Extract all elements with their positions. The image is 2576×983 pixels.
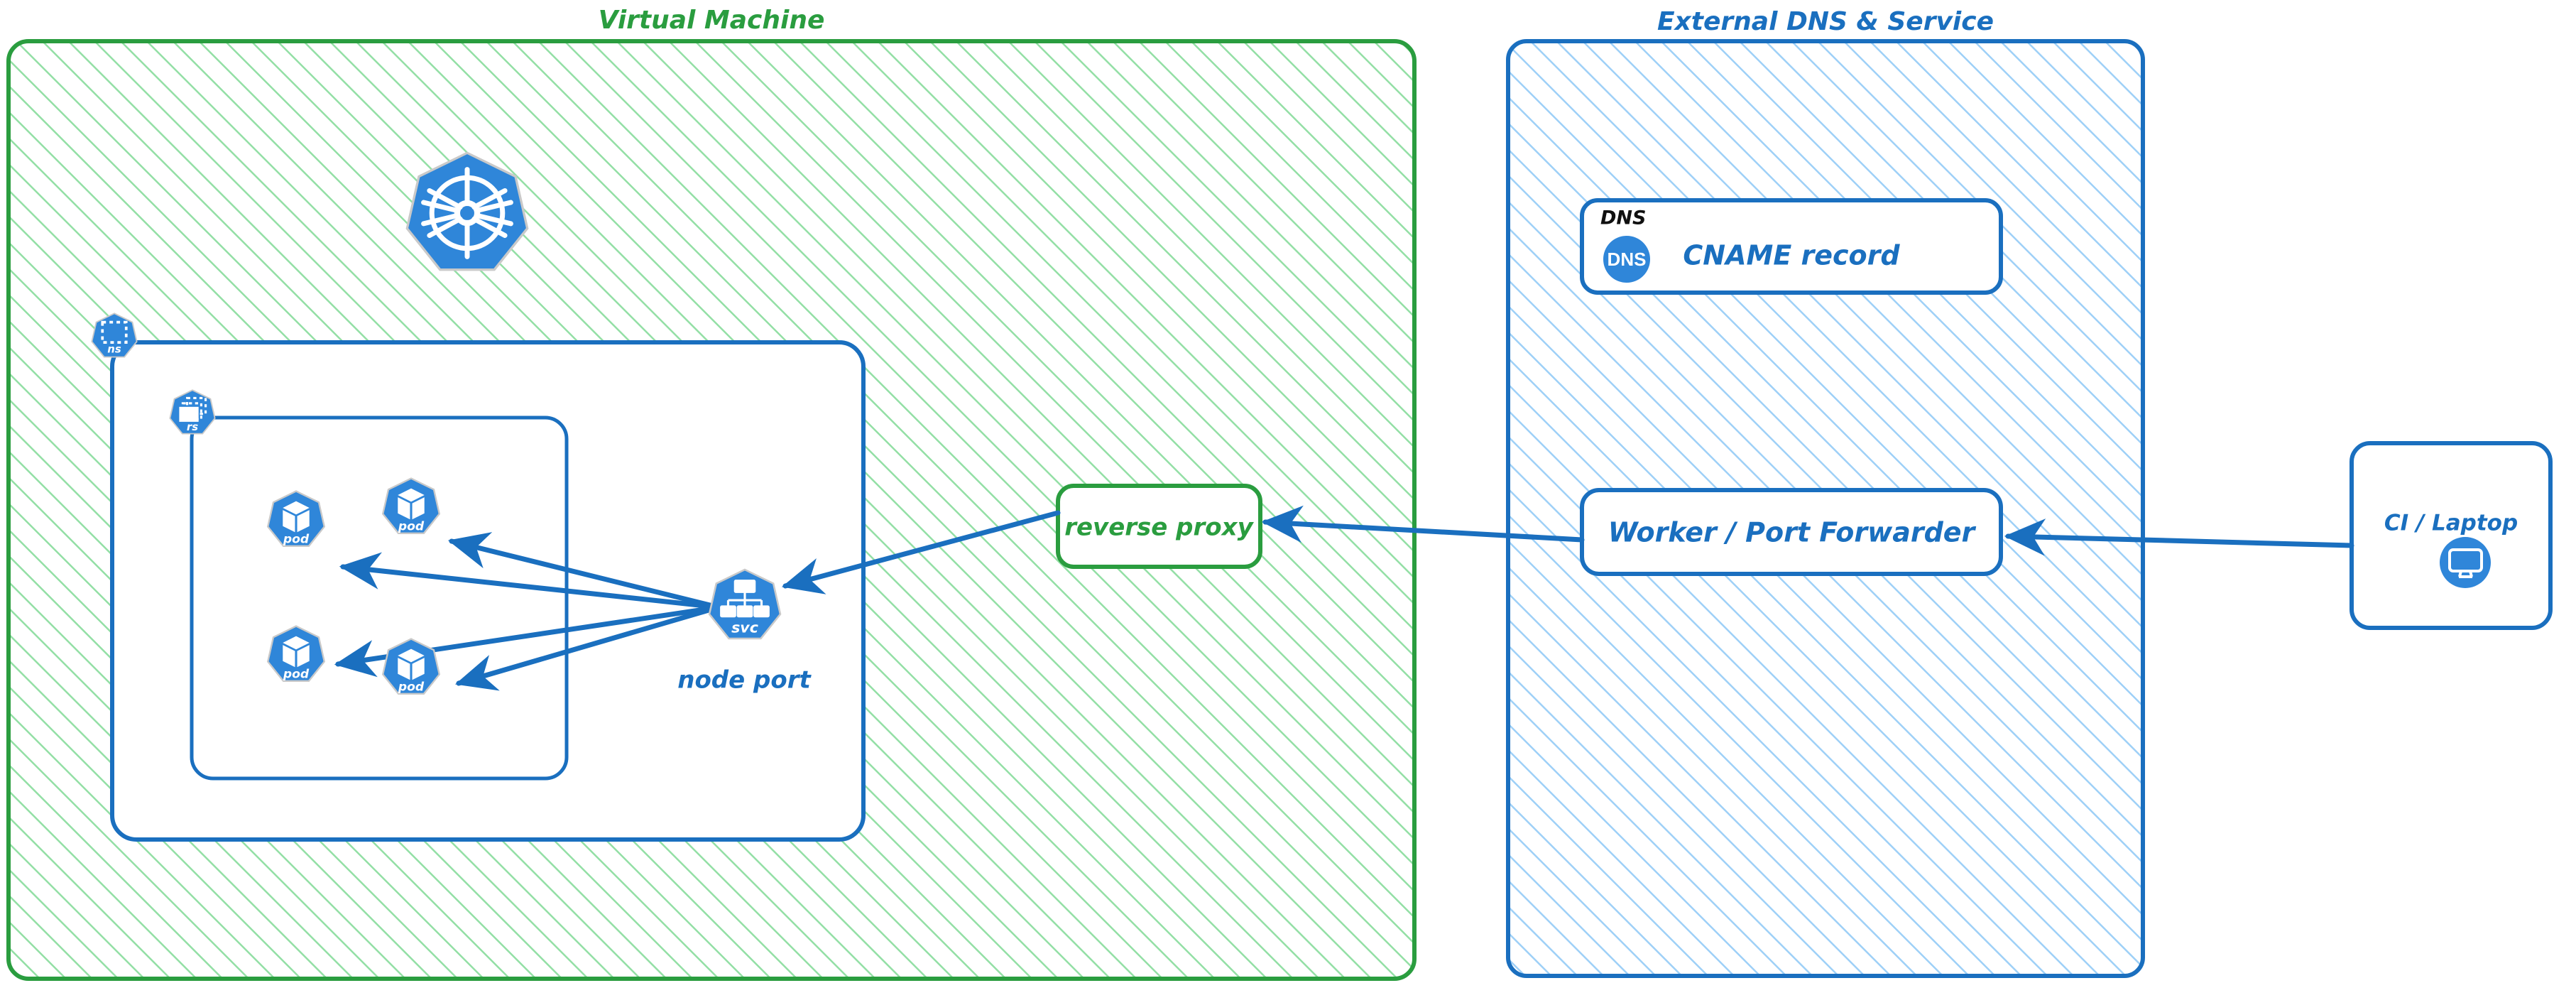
pod-label: pod <box>283 532 310 546</box>
virtual-machine-title: Virtual Machine <box>599 6 825 35</box>
pod-label: pod <box>398 680 425 694</box>
worker-card-box[interactable] <box>1580 488 2003 576</box>
kubernetes-replicaset-icon: rs <box>169 389 216 435</box>
pod-label: pod <box>398 519 425 533</box>
external-dns-service-title: External DNS & Service <box>1657 7 1994 36</box>
edge-worker-to-proxy <box>1261 505 1585 543</box>
edge-svc-to-pod-top-left <box>339 552 721 610</box>
pod-top-left: pod <box>266 490 326 547</box>
replicaset-icon-label: rs <box>187 420 198 433</box>
kubernetes-service-icon: svc <box>708 568 782 640</box>
kubernetes-namespace-icon: ns <box>91 313 138 358</box>
dns-badge-label: DNS <box>1608 249 1647 270</box>
service-icon-label: svc <box>731 619 758 636</box>
ci-laptop-card[interactable]: CI / Laptop <box>2349 441 2553 630</box>
reverse-proxy-box[interactable] <box>1056 484 1262 569</box>
reverse-proxy-label: reverse proxy <box>1064 514 1254 542</box>
kubernetes-logo <box>405 151 529 271</box>
desktop-monitor-icon <box>2440 537 2491 588</box>
namespace-icon-label: ns <box>107 343 121 356</box>
pod-label: pod <box>283 667 310 681</box>
edge-client-to-worker <box>2004 518 2354 556</box>
worker-port-forwarder-card[interactable]: Worker / Port Forwarder <box>1580 488 2003 576</box>
dns-cname-card[interactable]: DNS DNS CNAME record <box>1580 198 2003 295</box>
dns-card-corner-label: DNS <box>1600 207 1646 229</box>
node-port-caption: node port <box>677 666 812 695</box>
dns-badge-circle <box>1603 236 1650 283</box>
ci-laptop-label: CI / Laptop <box>2384 511 2518 536</box>
replicaset-box <box>190 416 569 781</box>
ci-laptop-box[interactable] <box>2349 441 2553 630</box>
reverse-proxy-node[interactable]: reverse proxy <box>1056 484 1262 569</box>
pod-top-right: pod <box>381 477 441 534</box>
pod-bottom-right: pod <box>381 638 441 695</box>
dns-card-box[interactable] <box>1580 198 2003 295</box>
cname-record-label: CNAME record <box>1683 240 1900 271</box>
edge-proxy-to-service <box>781 510 1061 594</box>
edge-svc-to-pod-bottom-right <box>454 604 721 691</box>
edge-svc-to-pod-top-right <box>447 532 721 610</box>
worker-card-label: Worker / Port Forwarder <box>1608 517 1977 548</box>
pod-bottom-left: pod <box>266 625 326 682</box>
